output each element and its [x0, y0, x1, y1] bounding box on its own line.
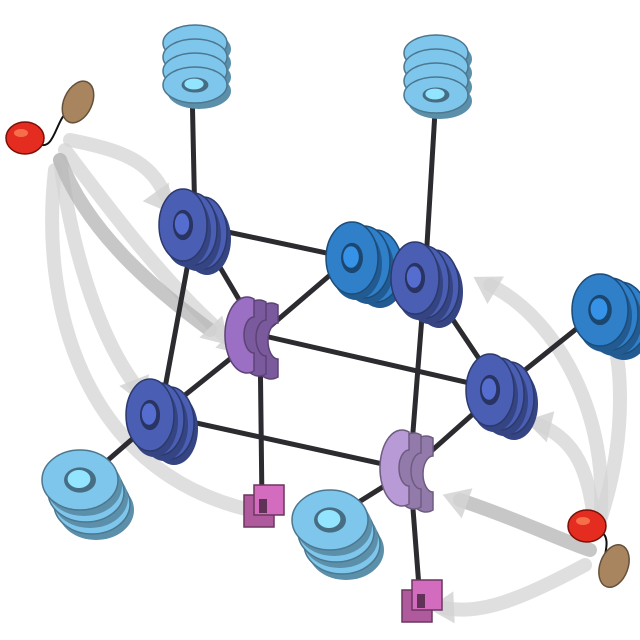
disc-hole-inner	[317, 510, 341, 528]
gray-curved-arrow	[53, 153, 217, 337]
block-back	[253, 484, 285, 516]
disc-hole-inner	[425, 88, 445, 100]
red-brown-effector-molecule	[5, 80, 95, 155]
mid-blue-disc-stack	[325, 221, 406, 308]
disc-hole-inner	[481, 378, 497, 400]
dark-blue-disc-stack	[125, 378, 198, 465]
effector-head	[567, 509, 607, 543]
purple-open-ring	[379, 429, 434, 513]
block-notch	[417, 594, 425, 608]
effector-body	[61, 80, 95, 124]
arrowhead	[442, 488, 473, 519]
ring-segment	[379, 429, 410, 507]
lattice-edge	[157, 412, 413, 473]
gray-curved-arrow	[45, 163, 257, 517]
disc-hole-inner	[141, 403, 157, 425]
gray-curved-arrow	[483, 278, 609, 527]
effector-head	[5, 121, 45, 155]
disc-hole-inner	[184, 78, 204, 90]
purple-open-ring	[224, 296, 279, 380]
gray-curved-arrow	[53, 153, 142, 392]
disc-hole-inner	[590, 298, 608, 320]
disc-hole-inner	[67, 470, 91, 488]
lattice-edge	[257, 332, 503, 393]
dark-blue-disc-stack	[465, 353, 538, 440]
effectors	[5, 80, 630, 588]
effector-body	[598, 544, 630, 588]
ring-segment	[224, 296, 255, 374]
light-blue-disc-stack	[291, 489, 384, 580]
effector-highlight	[14, 129, 28, 137]
gray-curved-arrow	[438, 558, 592, 617]
arrowhead	[199, 315, 229, 346]
arrowhead-shape	[442, 488, 473, 519]
dark-blue-disc-stack	[390, 241, 463, 328]
magenta-block	[243, 484, 285, 528]
light-blue-disc-stack	[403, 34, 472, 119]
signal-arrows	[45, 133, 627, 624]
arrowhead	[473, 276, 504, 304]
disc-hole-inner	[174, 213, 190, 235]
mid-blue-disc-stack	[571, 273, 640, 360]
block-back	[411, 579, 443, 611]
arrowhead-shape	[473, 276, 504, 304]
effector-highlight	[576, 517, 590, 525]
disc-hole-inner	[343, 246, 359, 268]
gray-curved-arrow	[453, 493, 597, 557]
gray-curved-arrow	[63, 133, 172, 202]
magenta-block	[401, 579, 443, 623]
red-brown-effector-molecule	[567, 509, 630, 588]
block-notch	[259, 499, 267, 513]
light-blue-disc-stack	[162, 24, 231, 109]
subunits	[41, 24, 640, 623]
light-blue-disc-stack	[41, 449, 134, 540]
disc-hole-inner	[406, 266, 422, 288]
dark-blue-disc-stack	[158, 188, 231, 275]
arrowhead-shape	[199, 315, 229, 346]
